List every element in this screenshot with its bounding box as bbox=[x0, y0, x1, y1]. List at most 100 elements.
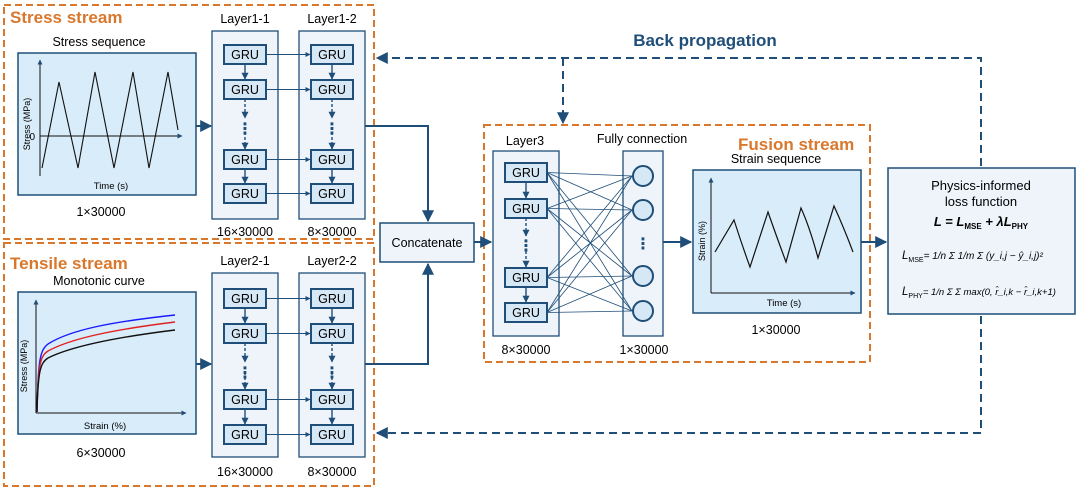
layer1-2-dim: 8×30000 bbox=[307, 225, 356, 239]
layer3-ellipsis: ⋮ bbox=[518, 236, 534, 255]
layer2-2-dim: 8×30000 bbox=[307, 465, 356, 479]
layer1-1-ellipsis: ⋮ bbox=[237, 119, 253, 138]
layer2-2-gru-3-label: GRU bbox=[318, 393, 346, 407]
layer3-dim: 8×30000 bbox=[501, 343, 550, 357]
stress-plot-ylabel: Stress (MPa) bbox=[22, 98, 32, 151]
fc-node-1 bbox=[632, 165, 654, 187]
layer1-2-gru-2-label: GRU bbox=[318, 83, 346, 97]
strain-plot-xlabel: Time (s) bbox=[767, 298, 801, 309]
layer2-1-gru-3-label: GRU bbox=[231, 393, 259, 407]
stress-stream-title: Stress stream bbox=[10, 8, 122, 27]
fc-edge-1-3 bbox=[546, 172, 633, 277]
layer3-gru-2-label: GRU bbox=[512, 202, 540, 216]
loss-main-equation: L = LMSE + λLPHY bbox=[934, 214, 1029, 231]
layer1-2-gru-4-box bbox=[310, 183, 354, 204]
fc-edge-4-2 bbox=[546, 209, 633, 313]
loss-phy-rhs: = 1/n Σ Σ max(0, r̂_i,k − r̂_i,k+1) bbox=[923, 286, 1056, 298]
fc-edge-1-2 bbox=[546, 172, 633, 211]
layer1-2-gru-1-label: GRU bbox=[318, 48, 346, 62]
tensile-stream-title: Tensile stream bbox=[10, 254, 128, 273]
layer2-1-gru-1-label: GRU bbox=[231, 292, 259, 306]
strain-plot-panel bbox=[692, 169, 862, 314]
back-propagation-label: Back propagation bbox=[633, 31, 777, 50]
back-propagation-top-line bbox=[375, 52, 982, 166]
loss-phy-sub: PHY bbox=[908, 293, 923, 300]
tensile-plot-xlabel: Strain (%) bbox=[84, 421, 126, 432]
loss-function-box bbox=[887, 167, 1076, 315]
loss-main-rest: + λL bbox=[982, 214, 1012, 229]
loss-mse-label: L bbox=[902, 250, 908, 262]
loss-main-sub: MSE bbox=[964, 222, 982, 231]
layer1-1-label: Layer1-1 bbox=[220, 12, 269, 26]
layer1-2-label: Layer1-2 bbox=[307, 12, 356, 26]
stress-plot-signal bbox=[41, 71, 179, 169]
strain-plot-title: Strain sequence bbox=[731, 152, 821, 166]
gru-cells-group: GRUGRUGRUGRU⋮GRUGRUGRUGRU⋮GRUGRUGRUGRU⋮G… bbox=[223, 44, 354, 445]
fc-edge-1-1 bbox=[546, 172, 633, 177]
layer3-gru-1-label: GRU bbox=[512, 166, 540, 180]
tensile-stream-container bbox=[3, 242, 375, 487]
layer2-2-gru-1-label: GRU bbox=[318, 292, 346, 306]
layer1-1-gru-2-label: GRU bbox=[231, 83, 259, 97]
layer1-1-gru-3-label: GRU bbox=[231, 153, 259, 167]
tensile-curve-black bbox=[36, 329, 176, 413]
loss-mse-equation: LMSE= 1/n Σ 1/m Σ (y_i,j − ŷ_i,j)² bbox=[902, 250, 1043, 264]
fully-connection-label: Fully connection bbox=[597, 132, 687, 146]
stress-plot-panel bbox=[17, 52, 197, 196]
fully-connected-group: GRU GRU GRU GRU ⋮ ⋮ bbox=[504, 162, 654, 323]
layer2-1-dim: 16×30000 bbox=[217, 465, 273, 479]
layer2-1-label: Layer2-1 bbox=[220, 254, 269, 268]
layer2-2-gru-4-label: GRU bbox=[318, 428, 346, 442]
layer1-2-ellipsis: ⋮ bbox=[324, 119, 340, 138]
fc-edge-2-1 bbox=[546, 175, 633, 209]
layer1-to-concatenate-arrow bbox=[365, 125, 434, 223]
concatenate-label: Concatenate bbox=[392, 236, 463, 250]
fc-edge-4-1 bbox=[546, 175, 633, 313]
loss-mse-rhs: = 1/n Σ 1/m Σ (y_i,j − ŷ_i,j)² bbox=[924, 251, 1044, 262]
fusion-stream-title: Fusion stream bbox=[738, 135, 854, 154]
back-propagation-bottom-line bbox=[375, 316, 982, 439]
layer2-2-gru-2-label: GRU bbox=[318, 327, 346, 341]
layer2-to-concatenate-arrow bbox=[365, 262, 434, 365]
loss-phy-label: L bbox=[902, 286, 908, 298]
tensile-plot-title: Monotonic curve bbox=[53, 274, 145, 288]
stress-dim-label: 1×30000 bbox=[76, 205, 125, 219]
layer1-1-dim: 16×30000 bbox=[217, 225, 273, 239]
layer3-label: Layer3 bbox=[506, 134, 544, 148]
loss-main-lhs: L = L bbox=[934, 214, 965, 229]
fc-edge-2-4 bbox=[546, 208, 633, 312]
fc-edge-3-3 bbox=[546, 275, 633, 278]
layer1-1-gru-1-label: GRU bbox=[231, 48, 259, 62]
stress-plot-zero-label: 0 bbox=[29, 132, 35, 143]
layer2-2-gru-4-box bbox=[310, 424, 354, 445]
stress-plot-title: Stress sequence bbox=[52, 35, 145, 49]
fc-ellipsis: ⋮ bbox=[635, 234, 651, 253]
stress-stream-container bbox=[3, 4, 375, 240]
loss-mse-sub: MSE bbox=[908, 257, 924, 264]
strain-plot-signal bbox=[714, 204, 854, 269]
layer3-gru-4-label: GRU bbox=[512, 306, 540, 320]
layer2-2-label: Layer2-2 bbox=[307, 254, 356, 268]
layer2-1-gru-4-label: GRU bbox=[231, 428, 259, 442]
fc-edge-2-2 bbox=[546, 208, 633, 211]
tensile-dim-label: 6×30000 bbox=[76, 446, 125, 460]
fc-node-4 bbox=[632, 300, 654, 322]
tensile-plot-ylabel: Stress (MPa) bbox=[19, 340, 29, 393]
layer1-1-gru-4-label: GRU bbox=[231, 187, 259, 201]
strain-plot-ylabel: Strain (%) bbox=[697, 221, 707, 261]
fc-edge-2-3 bbox=[546, 208, 633, 277]
layer1-2-gru-4-label: GRU bbox=[318, 187, 346, 201]
strain-dim-label: 1×30000 bbox=[751, 323, 800, 337]
loss-title-line1: Physics-informed bbox=[931, 178, 1031, 193]
stress-plot-xlabel: Time (s) bbox=[94, 181, 128, 192]
layer3-gru-3-label: GRU bbox=[512, 271, 540, 285]
layer2-1-gru-2-label: GRU bbox=[231, 327, 259, 341]
fc-edge-4-3 bbox=[546, 275, 633, 313]
fc-node-2 bbox=[632, 199, 654, 221]
loss-title-line2: loss function bbox=[945, 194, 1017, 209]
loss-phy-equation: LPHY= 1/n Σ Σ max(0, r̂_i,k − r̂_i,k+1) bbox=[902, 286, 1056, 300]
fc-node-3 bbox=[632, 265, 654, 287]
fc-edge-4-4 bbox=[546, 310, 633, 313]
fc-edge-3-1 bbox=[546, 175, 633, 278]
